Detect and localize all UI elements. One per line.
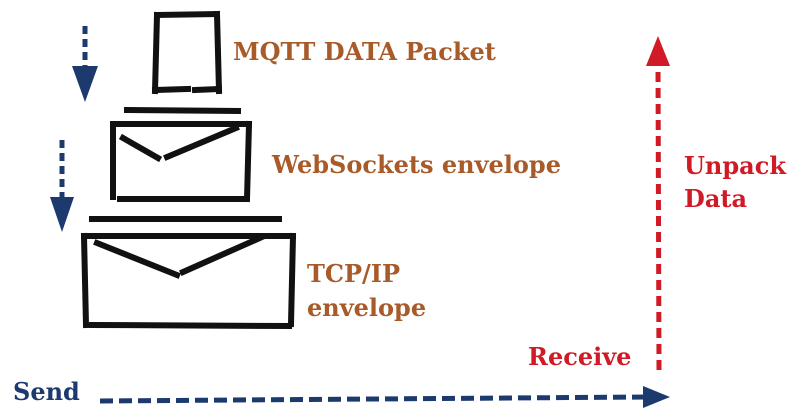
tcpip-label-line1: TCP/IP: [307, 259, 401, 288]
websockets-envelope-icon: [110, 106, 253, 203]
send-label: Send: [13, 377, 80, 406]
receive-label: Receive: [528, 342, 632, 371]
send-arrow: [99, 386, 670, 408]
down-arrow-lower: [50, 140, 74, 232]
down-arrow-upper: [72, 26, 98, 102]
websockets-envelope-label: WebSockets envelope: [272, 150, 561, 179]
unpack-label-line2: Data: [684, 184, 747, 213]
mqtt-packet-label: MQTT DATA Packet: [233, 37, 496, 66]
tcpip-envelope-icon: [80, 216, 297, 330]
unpack-label-line1: Unpack: [684, 151, 786, 180]
tcpip-label-line2: envelope: [307, 293, 427, 322]
mqtt-packet-icon: [151, 10, 223, 95]
receive-arrow: [646, 36, 670, 371]
